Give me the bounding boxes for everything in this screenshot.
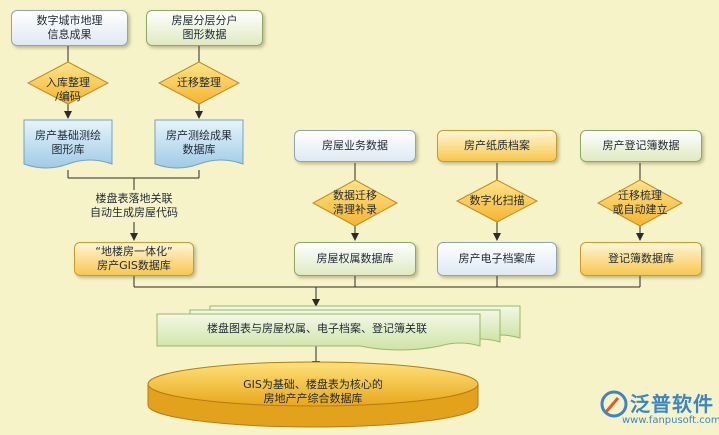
note-building-code: 楼盘表落地关联 自动生成房屋代码 <box>90 192 178 219</box>
src-register-book: 房产登记簿数据 <box>580 130 702 162</box>
logo-url: www.fanpusoft.com <box>622 415 719 426</box>
db-survey-results: 房产测绘成果 数据库 <box>166 129 232 156</box>
top-mid-box: 房屋分层分户 图形数据 <box>146 10 263 46</box>
import-diamond <box>26 61 110 105</box>
db-basic-survey: 房产基础测绘 图形库 <box>35 129 101 156</box>
digitize-diamond <box>455 179 539 223</box>
final-database-label: GIS为基础、楼盘表为核心的 房地产产综合数据库 <box>243 378 383 405</box>
basic-survey-db-shape <box>23 119 113 169</box>
db-integrated-gis: “地楼房一体化” 房产GIS数据库 <box>74 242 194 276</box>
migrate-clean-diamond <box>311 179 399 227</box>
step-migrate-clean-label: 数据迁移 清理补录 <box>333 189 377 216</box>
step-migrate-label: 迁移整理 <box>177 76 221 89</box>
link-bar: 楼盘图表与房屋权属、电子档案、登记簿关联 <box>207 322 427 335</box>
survey-results-db-shape <box>154 119 244 169</box>
top-left-box: 数字城市地理 信息成果 <box>11 10 128 46</box>
fanpu-logo: 泛普软件 www.fanpusoft.com <box>592 388 719 432</box>
src-business: 房屋业务数据 <box>294 130 416 162</box>
migrate-diamond <box>157 61 241 105</box>
src-paper-archive: 房产纸质档案 <box>437 130 557 162</box>
step-import-label: 入库整理 /编码 <box>46 76 90 103</box>
db-register: 登记簿数据库 <box>580 242 702 276</box>
step-migrate-build-label: 迁移梳理 或自动建立 <box>612 189 668 216</box>
db-ownership: 房屋权属数据库 <box>294 242 416 276</box>
step-digitize-label: 数字化扫描 <box>469 194 525 207</box>
migrate-build-diamond <box>596 179 684 227</box>
db-e-archive: 房产电子档案库 <box>437 242 557 276</box>
logo-icon <box>600 390 628 418</box>
final-database-disk <box>147 361 479 428</box>
logo-name: 泛普软件 <box>630 392 714 416</box>
